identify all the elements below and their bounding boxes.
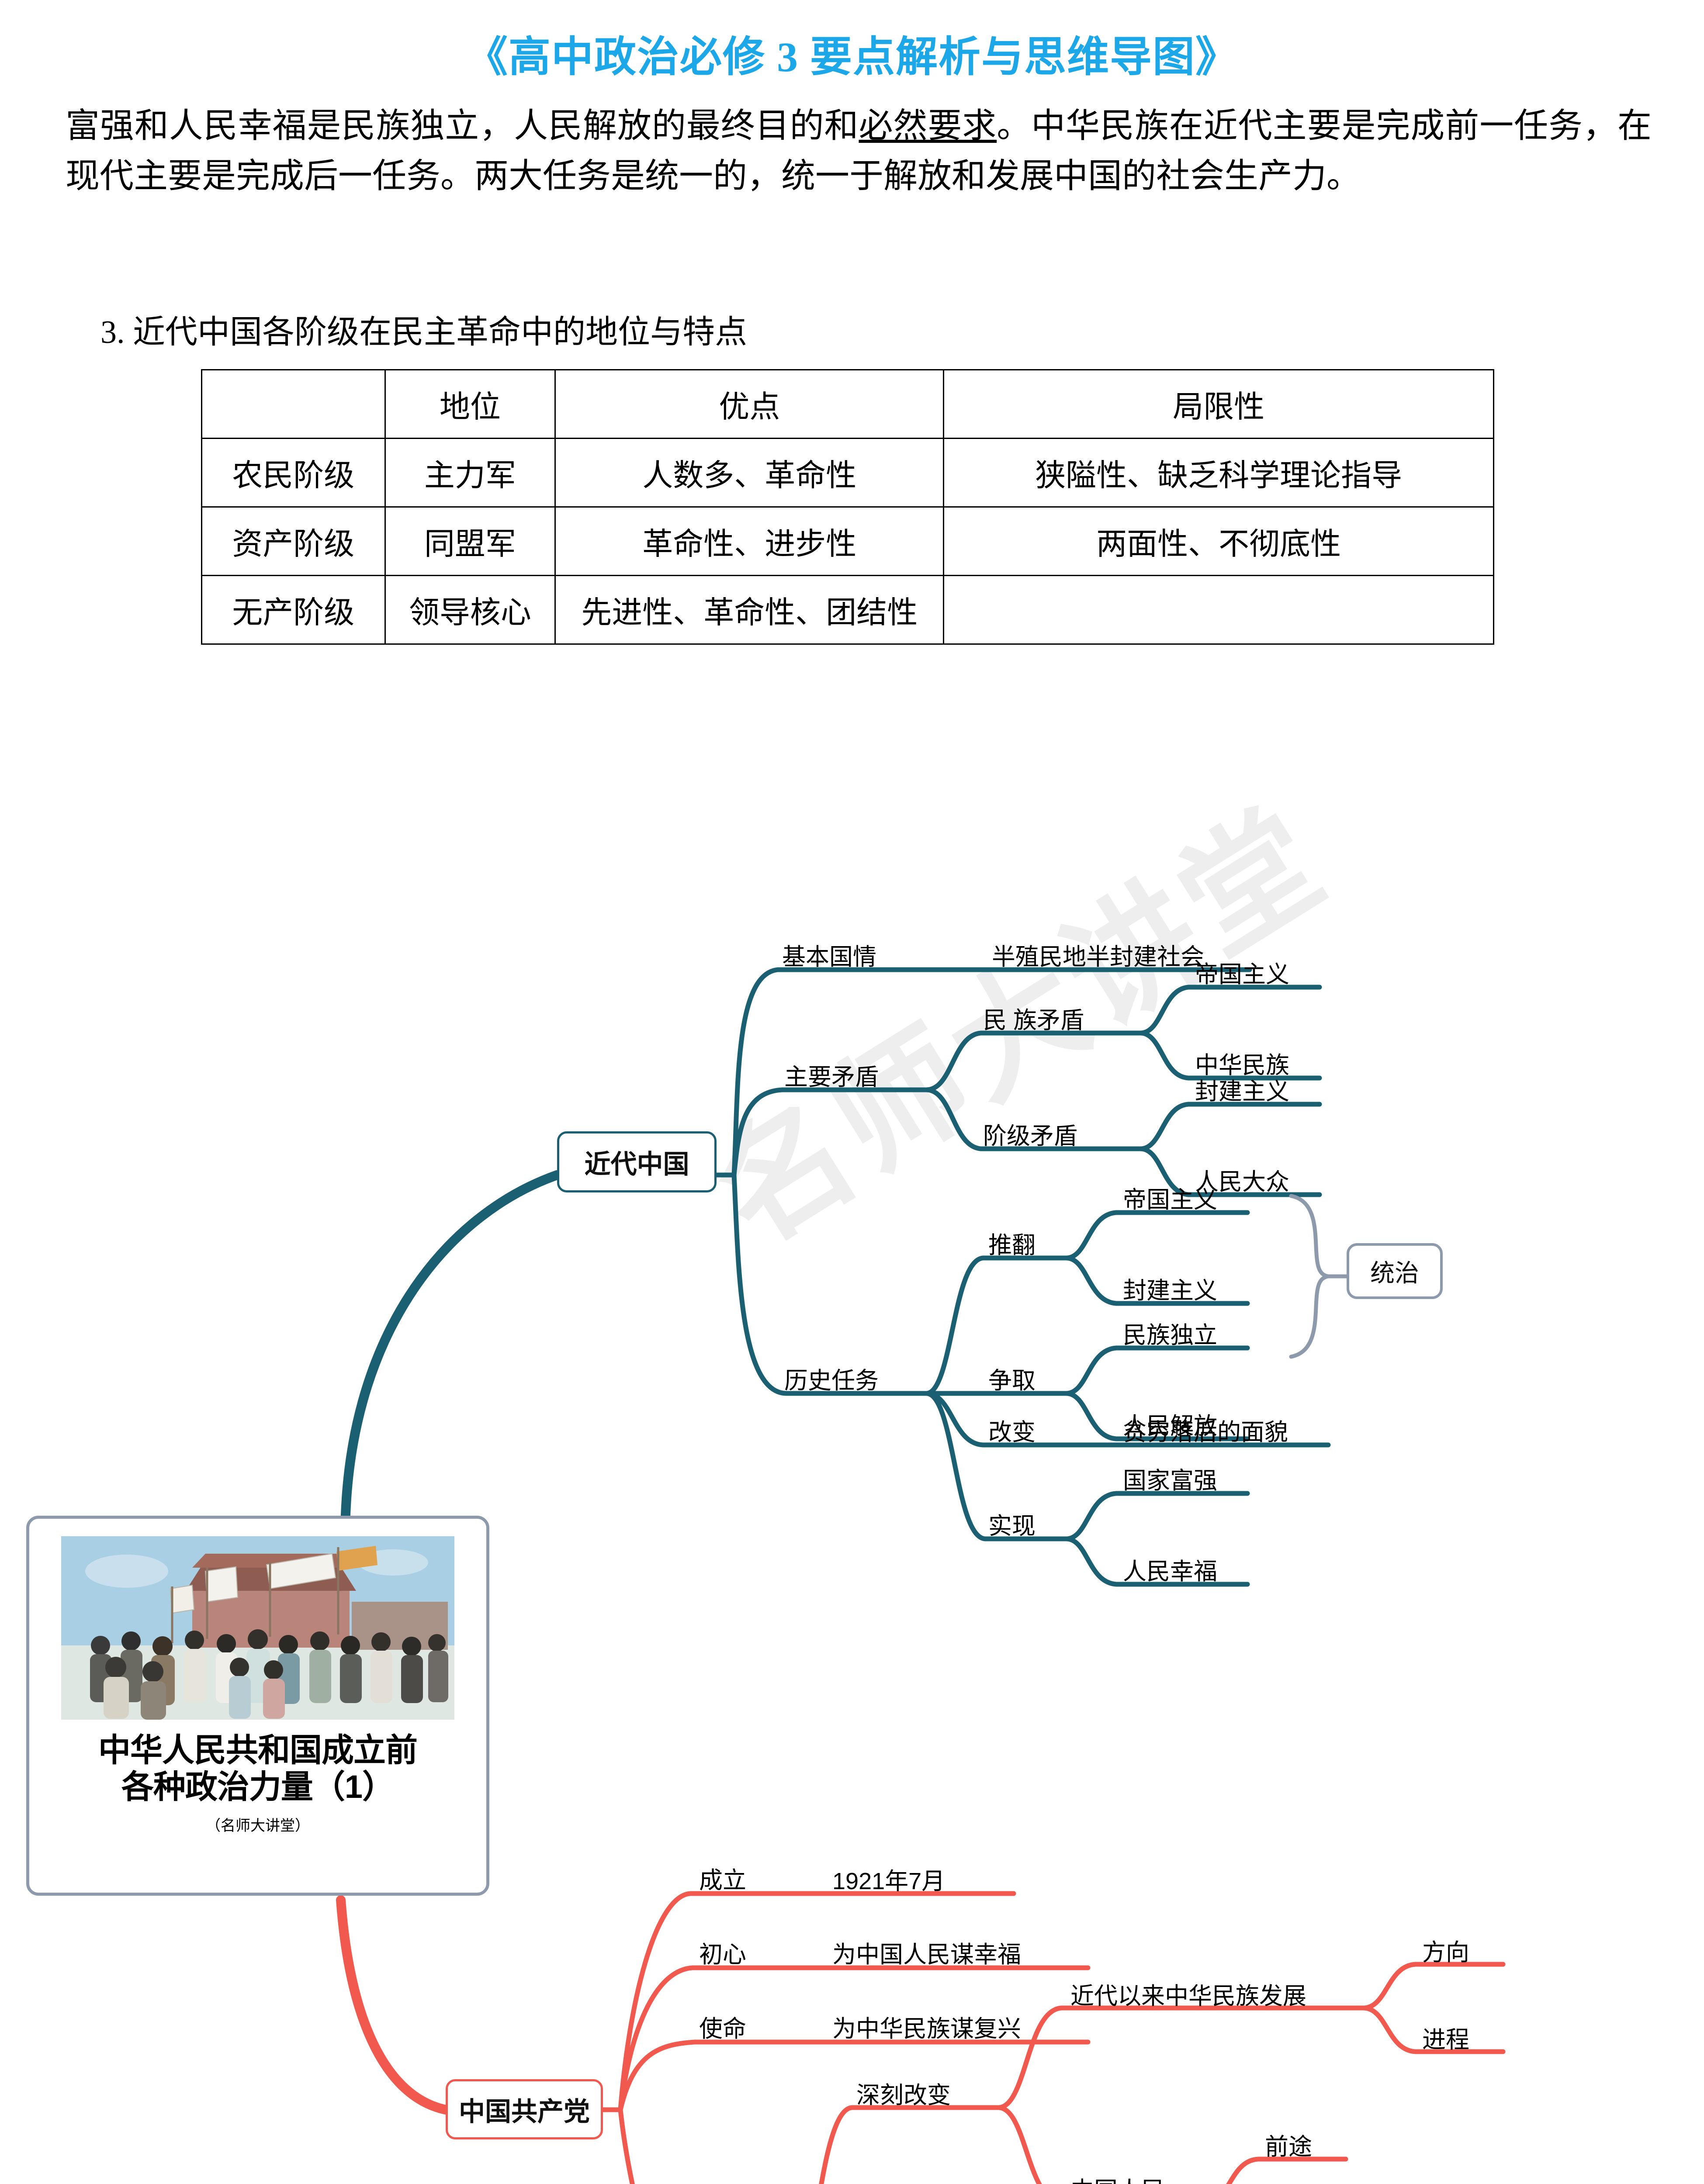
label-original-aspiration: 初心: [699, 1942, 746, 1968]
label-main-contradiction: 主要矛盾: [784, 1064, 879, 1090]
label-change-target-2-a: 前途: [1265, 2134, 1312, 2160]
label-strive-b: 人民解放: [1123, 1413, 1217, 1439]
table-cell: 革命性、进步性: [554, 506, 945, 576]
mindmap-node-rule[interactable]: 统治: [1347, 1243, 1443, 1299]
label-change-a: 贫穷落后的面貌: [1123, 1419, 1288, 1445]
table-row: 农民阶级 主力军 人数多、革命性 狭隘性、缺乏科学理论指导: [201, 438, 1494, 508]
table-col-head-0: [201, 369, 386, 439]
label-basic-condition: 基本国情: [782, 944, 876, 970]
table-row: 无产阶级 领导核心 先进性、革命性、团结性: [201, 575, 1494, 645]
table-cell: 农民阶级: [201, 438, 386, 508]
label-overthrow-a: 帝国主义: [1123, 1187, 1217, 1213]
table-cell: 先进性、革命性、团结性: [554, 575, 945, 645]
table-cell: 狭隘性、缺乏科学理论指导: [943, 438, 1494, 508]
mindmap-center-title-line2: 各种政治力量（1）: [121, 1769, 395, 1805]
class-characteristics-table: 地位 优点 局限性 农民阶级 主力军 人数多、革命性 狭隘性、缺乏科学理论指导 …: [201, 369, 1494, 645]
label-mission-value: 为中华民族谋复兴: [832, 2016, 1021, 2042]
label-strive: 争取: [988, 1368, 1036, 1394]
label-change: 改变: [988, 1419, 1036, 1445]
label-mission: 使命: [699, 2016, 746, 2042]
label-change-target-1-a: 方向: [1422, 1939, 1469, 1966]
label-profound-change: 深刻改变: [856, 2082, 951, 2108]
section-heading: 3. 近代中国各阶级在民主革命中的地位与特点: [100, 314, 747, 350]
label-basic-condition-value: 半殖民地半封建社会: [992, 944, 1204, 970]
label-class-contradiction: 阶级矛盾: [983, 1123, 1077, 1149]
intro-paragraph-pre: 富强和人民幸福是民族独立，人民解放的最终目的和: [66, 107, 859, 145]
label-realize-b: 人民幸福: [1123, 1559, 1217, 1585]
table-cell: 主力军: [384, 438, 556, 508]
label-historic-task: 历史任务: [784, 1368, 879, 1394]
table-cell: 人数多、革命性: [554, 438, 945, 508]
intro-paragraph-emphasis: 必然要求: [859, 107, 997, 145]
table-col-head-3: 局限性: [943, 369, 1494, 439]
table-header-row: 地位 优点 局限性: [201, 369, 1494, 439]
table-col-head-2: 优点: [554, 369, 945, 439]
intro-paragraph-post: 。中华民族在近代主要是完成前一任务，在现代主要是完成后一任务。两大任务是统一的，…: [66, 107, 1652, 195]
label-national-contradiction: 民 族矛盾: [983, 1007, 1084, 1033]
five-fourth-movement-painting: [61, 1536, 454, 1720]
mindmap-node-rule-label: 统治: [1370, 1259, 1419, 1287]
label-change-target-1-b: 进程: [1422, 2027, 1469, 2053]
label-strive-a: 民族独立: [1123, 1322, 1217, 1348]
mindmap-center-title-line1: 中华人民共和国成立前: [98, 1732, 418, 1768]
label-change-target-1: 近代以来中华民族发展: [1070, 1983, 1306, 2009]
page-title: 《高中政治必修 3 要点解析与思维导图》: [466, 34, 1238, 80]
mindmap-node-modern-china[interactable]: 近代中国: [557, 1131, 717, 1192]
mindmap-node-modern-china-label: 近代中国: [584, 1149, 689, 1179]
mindmap-center-title: 中华人民共和国成立前 各种政治力量（1）: [98, 1732, 418, 1806]
label-overthrow: 推翻: [988, 1232, 1036, 1258]
label-realize-a: 国家富强: [1123, 1468, 1217, 1494]
intro-paragraph: 富强和人民幸福是民族独立，人民解放的最终目的和必然要求。中华民族在近代主要是完成…: [66, 100, 1652, 201]
mindmap-center-subtitle: （名师大讲堂）: [206, 1817, 310, 1834]
label-class-contradiction-b: 人民大众: [1195, 1169, 1289, 1195]
table-cell: 两面性、不彻底性: [943, 506, 1494, 576]
mindmap-center-card[interactable]: 中华人民共和国成立前 各种政治力量（1） （名师大讲堂）: [26, 1516, 489, 1896]
table-row: 资产阶级 同盟军 革命性、进步性 两面性、不彻底性: [201, 506, 1494, 576]
table-cell: 无产阶级: [201, 575, 386, 645]
label-original-aspiration-value: 为中国人民谋幸福: [832, 1942, 1021, 1968]
mindmap-node-cpc-label: 中国共产党: [459, 2097, 590, 2126]
label-change-target-2: 中国人民: [1070, 2171, 1165, 2184]
table-col-head-1: 地位: [384, 369, 556, 439]
label-national-contradiction-a: 帝国主义: [1195, 961, 1289, 988]
label-founding-value: 1921年7月: [832, 1868, 946, 1894]
painting-illustration: [61, 1536, 454, 1720]
label-founding: 成立: [699, 1867, 746, 1894]
label-overthrow-b: 封建主义: [1123, 1278, 1217, 1304]
table-cell: 同盟军: [384, 506, 556, 576]
table-cell: 领导核心: [384, 575, 556, 645]
label-national-contradiction-b: 中华民族: [1195, 1052, 1289, 1078]
label-class-contradiction-a: 封建主义: [1195, 1078, 1289, 1105]
table-cell: [943, 575, 1494, 645]
table-cell: 资产阶级: [201, 506, 386, 576]
label-realize: 实现: [988, 1513, 1036, 1539]
mindmap-connectors: [336, 967, 1506, 2184]
mindmap-node-cpc[interactable]: 中国共产党: [446, 2079, 603, 2139]
